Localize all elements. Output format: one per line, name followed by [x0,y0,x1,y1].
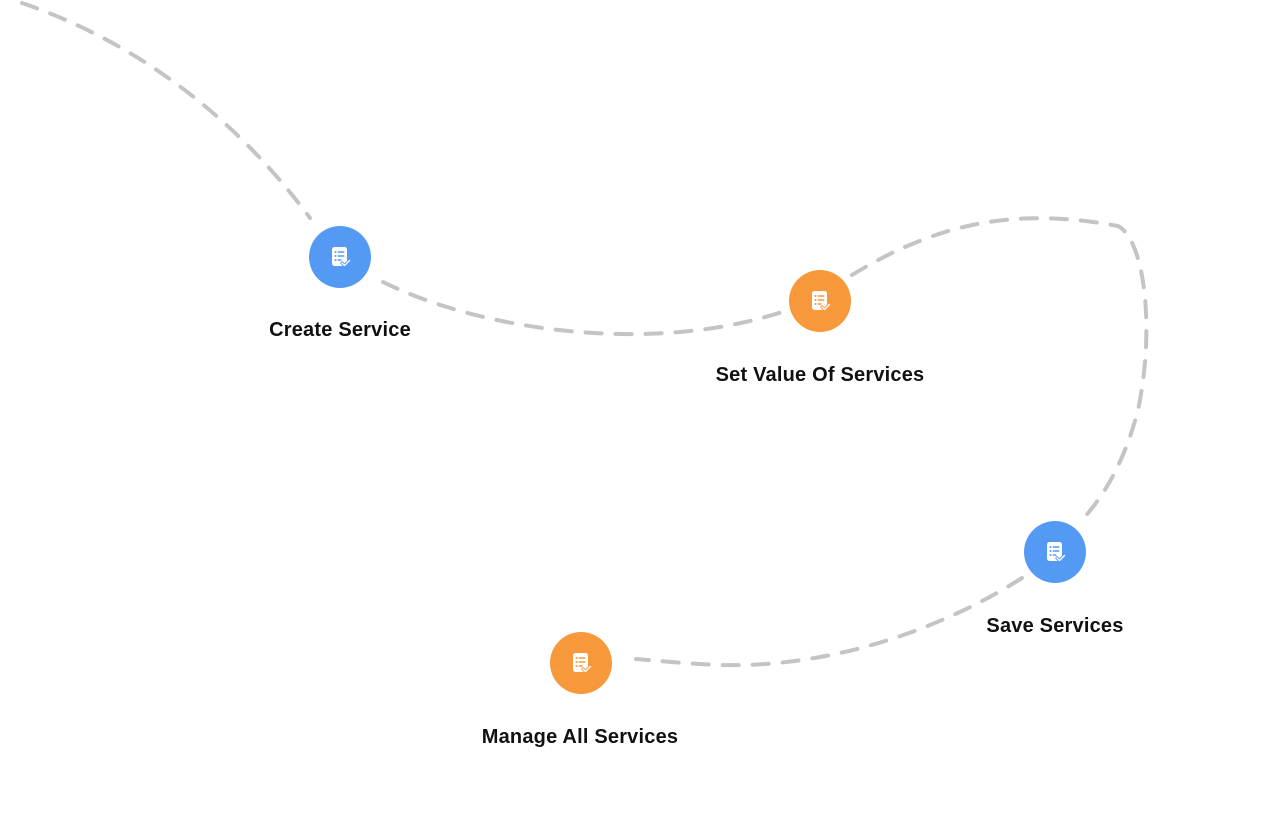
checklist-document-icon [332,247,351,268]
checklist-document-icon [812,291,831,312]
step-node-manage-all-services[interactable] [550,632,612,694]
checklist-document-icon [573,653,592,674]
step-node-save-services[interactable] [1024,521,1086,583]
step-label-create-service: Create Service [269,319,411,341]
step-node-create-service[interactable] [309,226,371,288]
path-segment-intro [20,1,312,220]
path-segment-save-to-manage [634,576,1024,668]
step-node-set-value-of-services[interactable] [789,270,851,332]
step-label-set-value-of-services: Set Value Of Services [715,364,925,386]
step-label-manage-all-services: Manage All Services [481,726,679,748]
path-segment-create-to-set-value [381,280,784,337]
path-segment-set-value-to-save [850,216,1149,522]
checklist-document-icon [1047,542,1066,563]
step-label-save-services: Save Services [986,615,1124,637]
